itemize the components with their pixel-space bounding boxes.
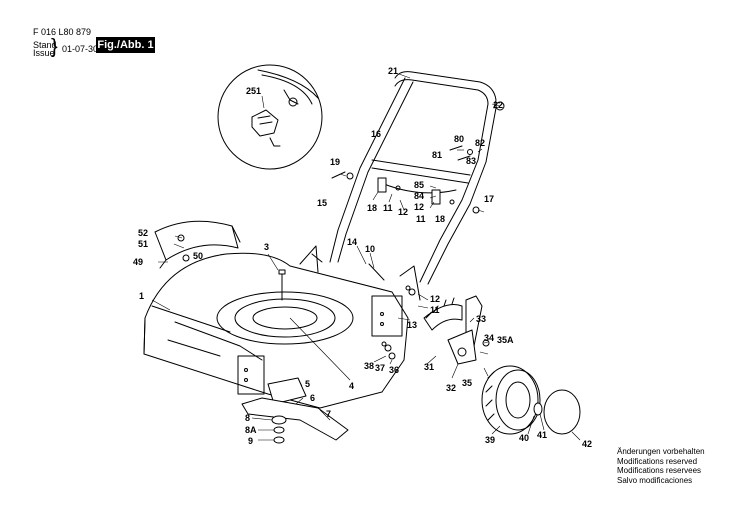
brace-glyph: } (51, 36, 58, 58)
callout: 35 (462, 378, 472, 388)
callout: 8 (245, 413, 250, 423)
callout: 11 (416, 214, 426, 224)
callout: 10 (365, 244, 375, 254)
rear-flap (154, 220, 241, 269)
detail-circle (217, 64, 323, 170)
callout: 39 (485, 435, 495, 445)
hardware (368, 263, 416, 360)
callout: 51 (138, 239, 148, 249)
callout: 41 (537, 430, 547, 440)
callout: 42 (582, 439, 592, 449)
callout: 84 (414, 191, 424, 201)
deck (143, 245, 421, 409)
callout: 40 (519, 433, 529, 443)
callout: 3 (264, 242, 269, 252)
callout: 80 (454, 134, 464, 144)
blade-assembly (241, 377, 349, 444)
callout: 49 (133, 257, 143, 267)
callout: 1 (139, 291, 144, 301)
callout: 83 (466, 156, 476, 166)
callout: 32 (446, 383, 456, 393)
callout: 82 (475, 138, 485, 148)
callout: 251 (246, 86, 261, 96)
callout: 34 (484, 333, 494, 343)
handle (329, 71, 505, 285)
modification-notes: Änderungen vorbehalten Modifications res… (617, 447, 705, 485)
callout: 12 (414, 202, 424, 212)
callout: 14 (347, 237, 357, 247)
wheel (481, 365, 581, 435)
leader-lines (151, 73, 581, 441)
callout: 19 (330, 157, 340, 167)
callout: 21 (388, 66, 398, 76)
issue-date: 01-07-30 (62, 44, 99, 54)
callout: 52 (138, 228, 148, 238)
height-adjuster (423, 295, 490, 365)
callout: 35A (497, 335, 514, 345)
callout: 36 (389, 365, 399, 375)
callout: 85 (414, 180, 424, 190)
callout: 37 (375, 363, 385, 373)
callout: 16 (371, 129, 381, 139)
note-es: Salvo modificaciones (617, 475, 693, 485)
callout: 50 (193, 251, 203, 261)
callout: 12 (398, 207, 408, 217)
callout: 18 (435, 214, 445, 224)
callout: 31 (424, 362, 434, 372)
callout: 9 (248, 436, 253, 446)
stand-label: Stand (33, 40, 57, 50)
callout: 13 (407, 320, 417, 330)
callout: 7 (326, 409, 331, 419)
callout: 8A (245, 425, 257, 435)
callout: 5 (305, 379, 310, 389)
callout: 81 (432, 150, 442, 160)
callout: 4 (349, 381, 354, 391)
issue-label: Issue (33, 48, 55, 58)
callout: 11 (383, 203, 393, 213)
callout: 12 (430, 294, 440, 304)
callout: 17 (484, 194, 494, 204)
callout: 33 (476, 314, 486, 324)
figure-tag: Fig./Abb. 1 (96, 37, 155, 53)
callout: 11 (430, 305, 440, 315)
note-fr: Modifications reservees (617, 466, 702, 476)
callout-labels: 21 251 22 16 80 82 81 83 19 85 84 18 11 … (133, 66, 592, 449)
callout: 38 (364, 361, 374, 371)
note-de: Änderungen vorbehalten (617, 447, 705, 456)
callout: 6 (310, 393, 315, 403)
document-number: F 016 L80 879 (33, 27, 92, 37)
note-en: Modifications reserved (617, 456, 698, 466)
callout: 22 (493, 100, 503, 110)
callout: 15 (317, 198, 327, 208)
callout: 18 (367, 203, 377, 213)
